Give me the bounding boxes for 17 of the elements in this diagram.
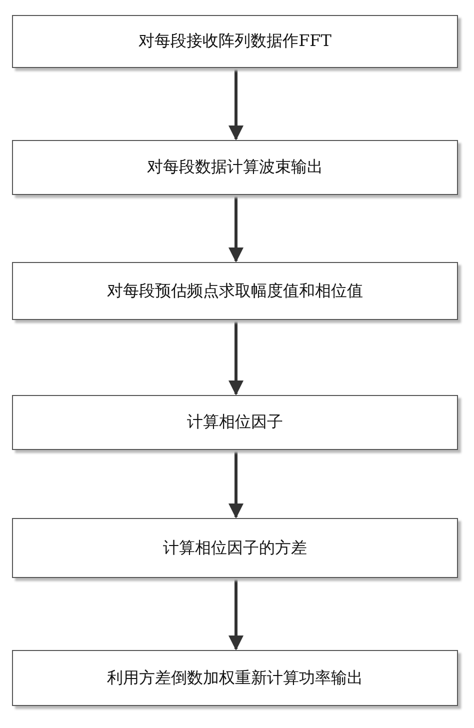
step-text: 对每段数据计算波束输出 xyxy=(147,157,323,178)
process-box xyxy=(12,262,458,320)
arrow xyxy=(228,321,244,396)
process-box xyxy=(12,518,458,578)
step-text: 对每段预估频点求取幅度值和相位值 xyxy=(107,280,363,302)
arrow xyxy=(228,451,244,518)
step-text: 对每段接收阵列数据作FFT xyxy=(138,31,332,52)
process-box xyxy=(12,15,458,68)
step-text: 计算相位因子 xyxy=(187,412,283,433)
process-box xyxy=(12,395,458,450)
arrow xyxy=(228,579,244,650)
step-text: 计算相位因子的方差 xyxy=(163,538,307,558)
process-box xyxy=(12,140,458,195)
arrow xyxy=(228,69,244,140)
process-box xyxy=(12,650,458,706)
arrow xyxy=(228,196,244,262)
step-text: 利用方差倒数加权重新计算功率输出 xyxy=(107,668,363,688)
